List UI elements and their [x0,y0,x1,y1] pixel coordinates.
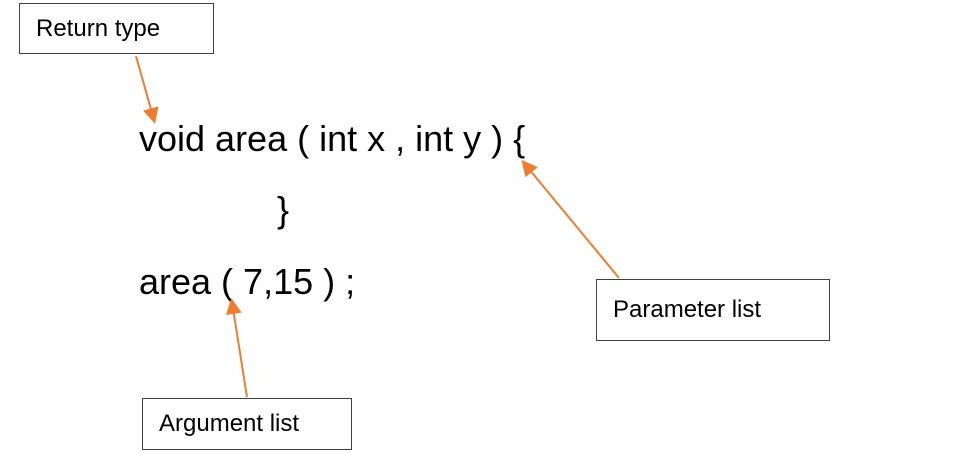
closing-brace-line: } [277,189,290,230]
parameter-list-label-box: Parameter list [596,279,830,341]
function-declaration-line: void area ( int x , int y ) { [139,118,526,159]
function-call-line: area ( 7,15 ) ; [139,261,356,302]
parameter-list-arrow [521,159,620,279]
argument-list-arrow [225,298,248,398]
return-type-label: Return type [36,14,161,42]
return-type-label-box: Return type [19,3,214,54]
parameter-list-label: Parameter list [613,296,762,323]
return-type-arrow [135,55,159,124]
argument-list-label-box: Argument list [142,398,352,450]
argument-list-label: Argument list [159,410,300,437]
